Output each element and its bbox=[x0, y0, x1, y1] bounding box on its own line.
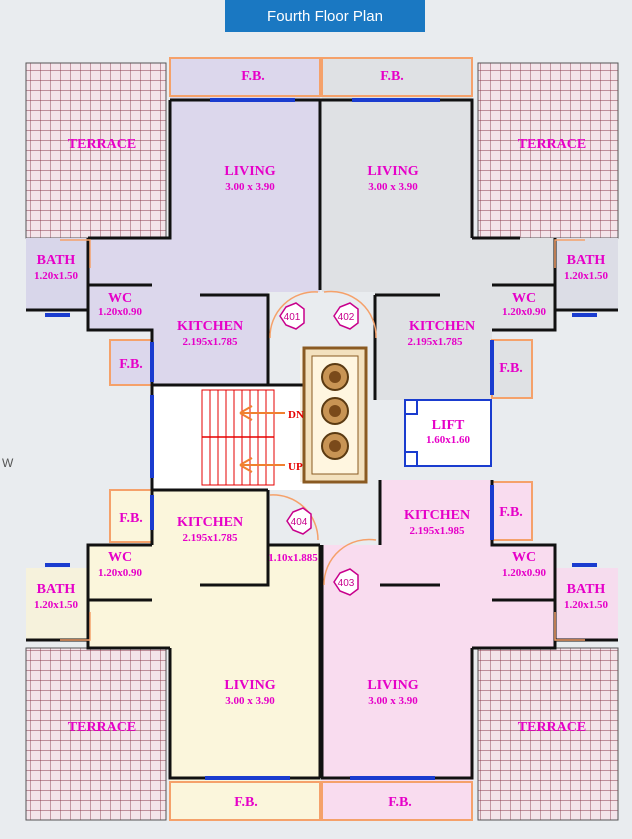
room-label-living: LIVING bbox=[224, 164, 275, 179]
balcony-label: F.B. bbox=[119, 511, 143, 526]
room-dimension: 1.20x0.90 bbox=[502, 567, 547, 579]
room-dimension: 2.195x1.985 bbox=[410, 525, 466, 537]
room-dimension: 1.20x1.50 bbox=[564, 599, 609, 611]
flat-number-badge: 403 bbox=[338, 578, 355, 589]
room-dimension: 2.195x1.785 bbox=[408, 336, 464, 348]
windows bbox=[45, 98, 597, 780]
stair-up-label: UP bbox=[288, 461, 303, 473]
room-dimension: 1.20x1.50 bbox=[34, 270, 79, 282]
page-title: Fourth Floor Plan bbox=[225, 0, 425, 32]
lift-dimension: 1.60x1.60 bbox=[426, 434, 471, 446]
room-label-bath: BATH bbox=[567, 582, 606, 597]
room-label-living: LIVING bbox=[367, 164, 418, 179]
flat-401-area bbox=[88, 58, 320, 385]
passage-dimension: 1.10x1.885 bbox=[268, 552, 318, 564]
flat-number-badge: 404 bbox=[291, 517, 308, 528]
staircase bbox=[201, 389, 285, 486]
room-label-bath: BATH bbox=[37, 253, 76, 268]
bath-top-left-area bbox=[26, 238, 88, 310]
balcony-label: F.B. bbox=[499, 505, 523, 520]
room-label-kitchen: KITCHEN bbox=[404, 508, 470, 523]
room-dimension: 1.20x0.90 bbox=[502, 306, 547, 318]
flat-404-area bbox=[88, 490, 320, 820]
balcony-label: F.B. bbox=[388, 795, 412, 810]
room-dimension: 1.20x0.90 bbox=[98, 306, 143, 318]
flat-number-badge: 401 bbox=[284, 312, 301, 323]
room-dimension: 3.00 x 3.90 bbox=[368, 695, 418, 707]
room-label-kitchen: KITCHEN bbox=[177, 515, 243, 530]
room-label-wc: WC bbox=[512, 550, 536, 565]
room-label-living: LIVING bbox=[367, 678, 418, 693]
balcony-label: F.B. bbox=[499, 361, 523, 376]
lift-label: LIFT bbox=[432, 418, 465, 433]
flat-number-badge: 402 bbox=[338, 312, 355, 323]
room-label-wc: WC bbox=[108, 550, 132, 565]
room-label-wc: WC bbox=[108, 291, 132, 306]
room-dimension: 1.20x1.50 bbox=[34, 599, 79, 611]
room-dimension: 1.20x0.90 bbox=[98, 567, 143, 579]
room-dimension: 2.195x1.785 bbox=[183, 336, 239, 348]
flat-403-area bbox=[322, 480, 555, 820]
room-label-wc: WC bbox=[512, 291, 536, 306]
balcony-label: F.B. bbox=[119, 357, 143, 372]
terrace-label: TERRACE bbox=[68, 720, 136, 735]
room-label-living: LIVING bbox=[224, 678, 275, 693]
balcony-label: F.B. bbox=[234, 795, 258, 810]
room-dimension: 3.00 x 3.90 bbox=[225, 181, 275, 193]
terrace-top-right bbox=[477, 62, 619, 239]
bath-bottom-left-area bbox=[26, 568, 88, 640]
stair-down-label: DN bbox=[288, 409, 304, 421]
room-label-kitchen: KITCHEN bbox=[409, 319, 475, 334]
room-label-bath: BATH bbox=[567, 253, 606, 268]
room-dimension: 1.20x1.50 bbox=[564, 270, 609, 282]
terrace-label: TERRACE bbox=[518, 137, 586, 152]
door-swings bbox=[60, 239, 585, 641]
lift-shaft bbox=[404, 399, 492, 467]
terrace-label: TERRACE bbox=[518, 720, 586, 735]
terrace-top-left bbox=[25, 62, 167, 239]
balcony-label: F.B. bbox=[241, 69, 265, 84]
terrace-label: TERRACE bbox=[68, 137, 136, 152]
side-letter: W bbox=[2, 456, 14, 470]
balcony-label: F.B. bbox=[380, 69, 404, 84]
room-label-bath: BATH bbox=[37, 582, 76, 597]
bath-bottom-right-area bbox=[556, 568, 618, 640]
room-dimension: 3.00 x 3.90 bbox=[368, 181, 418, 193]
room-dimension: 2.195x1.785 bbox=[183, 532, 239, 544]
flat-402-area bbox=[322, 58, 555, 400]
room-label-kitchen: KITCHEN bbox=[177, 319, 243, 334]
lobby-ornament bbox=[302, 346, 368, 484]
bath-top-right-area bbox=[556, 238, 618, 310]
room-dimension: 3.00 x 3.90 bbox=[225, 695, 275, 707]
